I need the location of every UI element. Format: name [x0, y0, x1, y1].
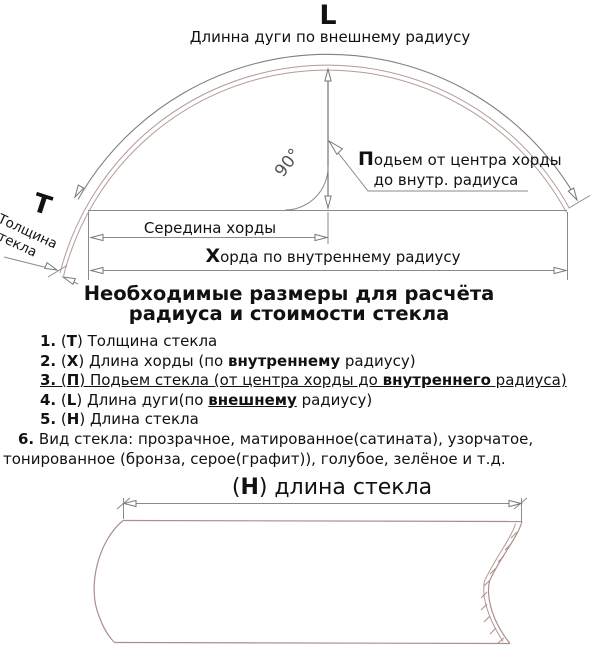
glass-length-letter: Н [240, 475, 259, 500]
glass-length-text: ) длина стекла [258, 475, 433, 500]
chord-letter: Х [205, 245, 221, 267]
list-item-6: 6. Вид стекла: прозрачное, матированное(… [18, 429, 534, 448]
arc-length-dimension-arc [74, 53, 591, 209]
chord-caption-text: орда по внутреннему радиусу [220, 248, 461, 266]
arc-length-letter: L [319, 0, 337, 31]
glass-panel-outline [93, 519, 523, 645]
page-title-line1: Необходимые размеры для расчёта [83, 282, 495, 305]
list-item-5: 5. (Н) Длина стекла [40, 410, 199, 429]
glass-arch-outline [59, 64, 570, 277]
chord-dimension [89, 266, 568, 275]
rise-caption-text: одьем от центра хорды [373, 151, 562, 169]
list-item-7: тонированное (бронза, серое(графит)), го… [3, 449, 506, 468]
mid-chord-dimension [89, 233, 329, 242]
thickness-dimension [3, 256, 79, 286]
angle-arc [284, 166, 329, 211]
page-title: Необходимые размеры для расчёта радиуса … [0, 284, 578, 324]
rise-letter: П [358, 148, 374, 170]
list-item-1: 1. (Т) Толщина стекла [40, 332, 218, 350]
mid-chord-label: Середина хорды [143, 219, 277, 237]
chord-line [88, 210, 568, 280]
rise-line [324, 67, 332, 210]
length-dimension [116, 497, 528, 521]
list-item-2: 2. (Х) Длина хорды (по внутреннему радиу… [40, 351, 416, 370]
list-item-3: 3. (П) Подьем стекла (от центра хорды до… [40, 371, 567, 390]
glass-length-open-paren: ( [231, 475, 241, 500]
page-title-line2: радиуса и стоимости стекла [128, 302, 450, 325]
arc-length-caption: Длинна дуги по внешнему радиусу [189, 28, 471, 46]
rise-caption-line2: до внутр. радиуса [373, 171, 519, 189]
glass-length-label: (Н) длина стекла [222, 475, 442, 500]
rise-leader-line [327, 139, 528, 192]
list-item-4: 4. (L) Длина дуги(по внешнему радиусу) [40, 390, 373, 409]
glass-edge-hatching [480, 531, 518, 644]
chord-caption: Хорда по внутреннему радиусу [178, 245, 488, 267]
rise-caption-line1: Подьем от центра хорды [358, 148, 562, 170]
